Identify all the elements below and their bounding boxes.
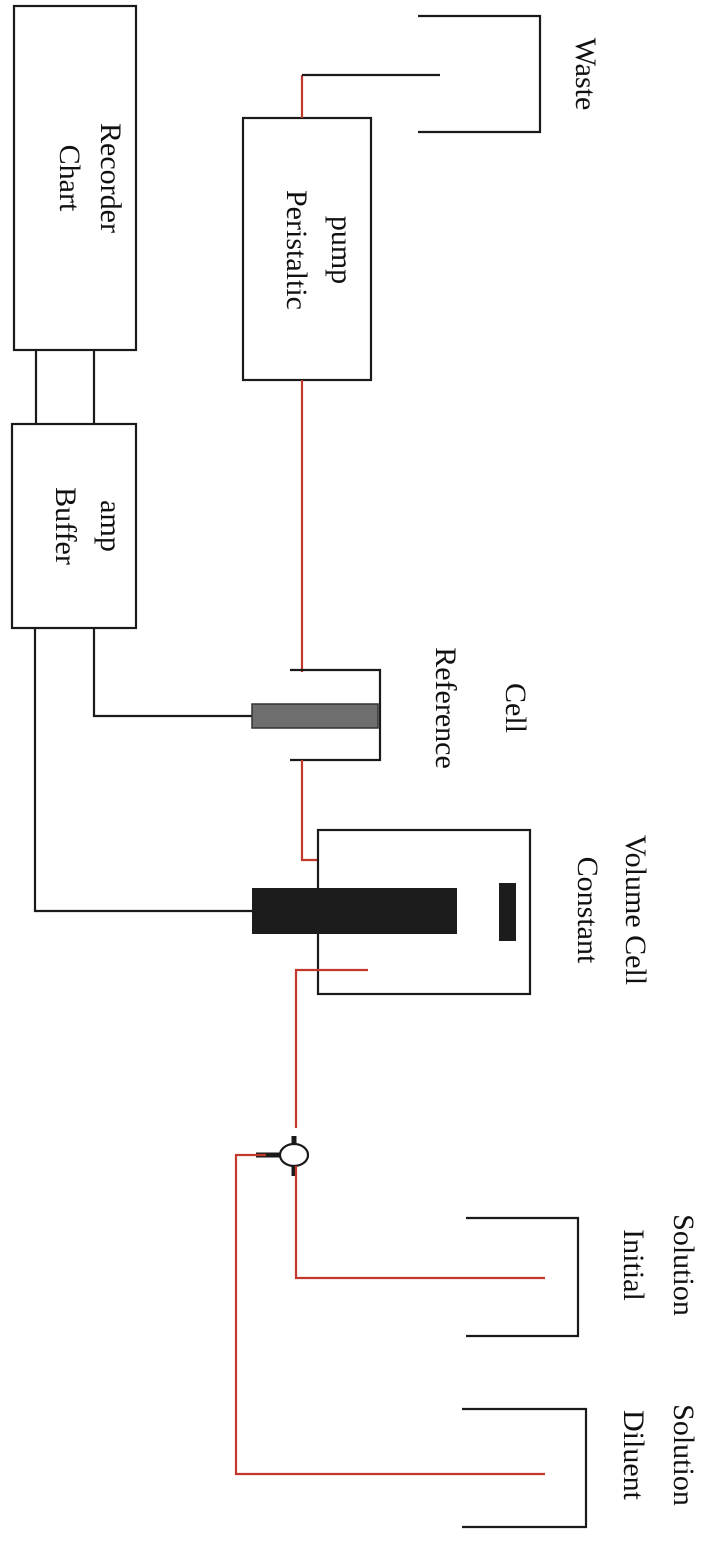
reference-cell-body [290, 668, 382, 762]
initial-solution-container [466, 1216, 580, 1338]
diluent-solution-label-line2: Solution [667, 1404, 700, 1506]
constant-volume-cell-label-line2: Volume Cell [619, 835, 652, 985]
chart-recorder-box [12, 4, 138, 352]
reference-cell-label-line2: Cell [499, 683, 532, 733]
reference-electrode [251, 703, 379, 729]
reference-cell-label-line1: Reference [429, 647, 462, 769]
waste-label: Waste [569, 38, 602, 111]
peristaltic-pump-box [241, 116, 373, 382]
working-electrode-wire [33, 628, 252, 913]
constant-volume-cell-label-line1: Constant [571, 857, 604, 964]
stirrer-bar [499, 883, 516, 941]
peristaltic-pump-label-line2: pump [325, 216, 358, 284]
diluent-solution-container [462, 1407, 588, 1529]
initial-solution-tube [294, 1166, 545, 1280]
buffer-amp-box [10, 422, 138, 630]
peristaltic-pump-label-line1: Peristaltic [280, 190, 313, 310]
reference-electrode-wire [92, 628, 252, 718]
valve-to-cell-tube [294, 968, 368, 1128]
waste-container [418, 14, 542, 134]
diluent-solution-label-line1: Diluent [617, 1410, 650, 1501]
working-electrode [252, 888, 457, 934]
three-way-valve [278, 1142, 310, 1168]
chart-recorder-label-line1: Chart [53, 145, 86, 212]
chart-recorder-label-line2: Recorder [94, 123, 127, 233]
initial-solution-label-line1: Initial [617, 1229, 650, 1301]
buffer-amp-label-line1: Buffer [49, 487, 82, 565]
initial-solution-label-line2: Solution [667, 1214, 700, 1316]
buffer-amp-label-line2: amp [94, 500, 127, 552]
diluent-solution-tube [234, 1153, 545, 1476]
